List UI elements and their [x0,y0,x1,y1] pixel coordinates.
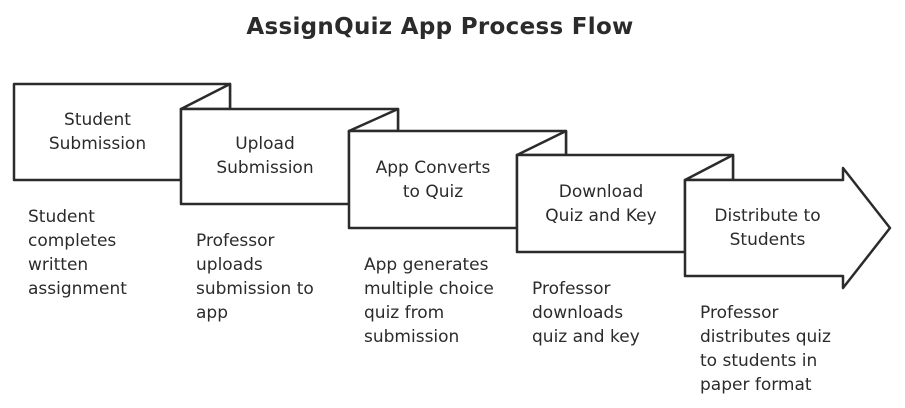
step-5-description: Professor distributes quiz to students i… [700,303,831,395]
step-2-description: Professor uploads submission to app [196,231,314,323]
step-4-description: Professor downloads quiz and key [532,279,640,347]
step-3-description: App generates multiple choice quiz from … [364,255,494,347]
step-4-label: Download Quiz and Key [545,182,657,226]
step-3-label: App Converts to Quiz [375,158,491,202]
step-5-label: Distribute to Students [714,206,821,250]
step-2-label: Upload Submission [216,134,314,178]
step-5-arrow [683,166,892,290]
step-1-label: Student Submission [48,110,147,154]
step-1-description: Student completes written assignment [28,207,127,299]
diagram-title: AssignQuiz App Process Flow [246,14,634,40]
